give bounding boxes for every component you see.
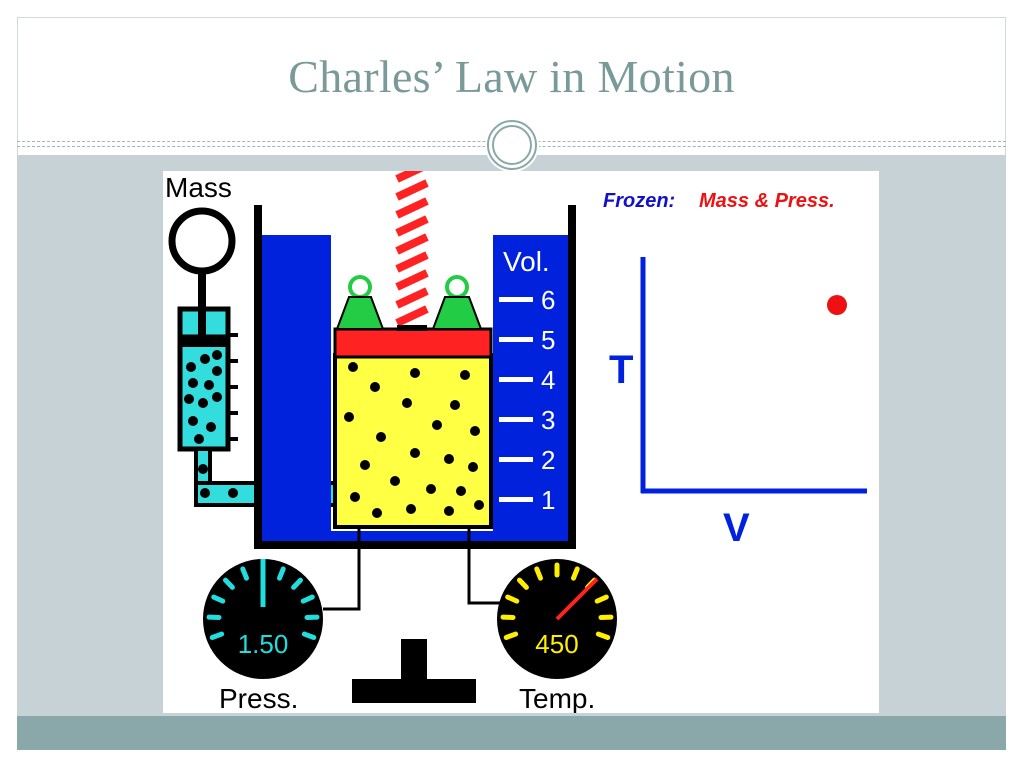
piston-weights (335, 275, 483, 330)
pressure-label: Press. (219, 683, 298, 713)
graph-x-axis-label: V (723, 506, 750, 550)
mass-knob-icon (168, 207, 236, 309)
volume-tick-label: 4 (541, 365, 555, 395)
temperature-reading: 450 (535, 629, 578, 659)
volume-tick-label: 3 (541, 405, 555, 435)
charles-law-animation: Mass (163, 171, 879, 713)
volume-tick-mark (499, 497, 533, 502)
temperature-gauge-tick (534, 566, 544, 581)
water-bath (254, 205, 576, 549)
piston (333, 171, 493, 359)
gas-chamber (333, 353, 493, 529)
pressure-gauge-tick (291, 577, 304, 590)
pressure-gauge-tick (240, 566, 250, 581)
footer-band (17, 716, 1006, 750)
temperature-volume-graph: T V (609, 257, 867, 550)
volume-tick-label: 6 (541, 285, 555, 315)
graph-y-axis-label: T (609, 348, 633, 392)
volume-tick-label: 5 (541, 325, 555, 355)
circle-ornament-icon (485, 118, 539, 172)
temperature-label: Temp. (519, 683, 595, 713)
temperature-gauge-tick (516, 577, 529, 590)
burner-stand-icon (352, 639, 476, 703)
temperature-gauge-tick (505, 594, 520, 604)
pressure-gauge-tick (300, 594, 315, 604)
volume-scale: 6 5 4 3 2 1 (499, 285, 555, 515)
pressure-gauge-tick (222, 577, 235, 590)
mass-label: Mass (165, 172, 232, 203)
temperature-gauge-tick (595, 631, 611, 640)
volume-tick-mark (499, 297, 533, 302)
volume-tick-mark (499, 377, 533, 382)
pressure-gauge-tick (211, 594, 226, 604)
volume-tick-mark (499, 417, 533, 422)
pressure-gauge: 1.50 (203, 559, 323, 679)
graph-data-point (827, 295, 847, 315)
slide-title: Charles’ Law in Motion (288, 51, 735, 102)
volume-tick-label: 2 (541, 445, 555, 475)
temperature-gauge-tick (594, 594, 609, 604)
temperature-gauge-tick (503, 631, 519, 640)
temperature-gauge-tick (570, 566, 580, 581)
frozen-value: Mass & Press. (699, 190, 835, 212)
volume-tick-mark (499, 457, 533, 462)
volume-tick-mark (499, 337, 533, 342)
gauge-wires (323, 527, 505, 611)
pressure-gauge-tick (276, 566, 286, 581)
pressure-gauge-tick (301, 631, 317, 640)
frozen-label: Frozen: (603, 190, 675, 212)
pressure-gauge-tick (209, 631, 225, 640)
volume-tick-label: 1 (541, 485, 555, 515)
temperature-needle (555, 577, 599, 621)
pressure-reading: 1.50 (238, 629, 289, 659)
volume-label: Vol. (503, 246, 550, 277)
temperature-gauge: 450 (497, 559, 617, 679)
